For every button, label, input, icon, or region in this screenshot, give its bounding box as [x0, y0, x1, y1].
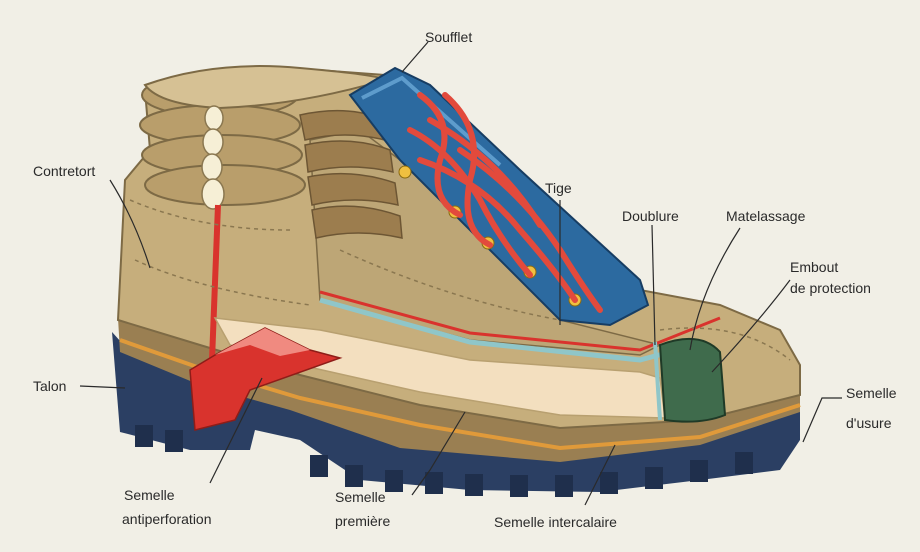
label-semelle-premiere-line2: première [335, 513, 390, 529]
label-semelle-intercalaire: Semelle intercalaire [494, 514, 617, 530]
label-talon: Talon [33, 378, 66, 394]
label-doublure: Doublure [622, 208, 679, 224]
label-soufflet: Soufflet [425, 29, 472, 45]
label-semelle-antiperf-line1: Semelle [124, 487, 175, 503]
toe-cap [660, 339, 725, 422]
leader-semelle-usure [803, 398, 842, 442]
label-tige: Tige [545, 180, 572, 196]
label-matelassage: Matelassage [726, 208, 806, 224]
label-embout-line2: de protection [790, 280, 871, 296]
label-semelle-usure-line2: d'usure [846, 415, 892, 431]
label-semelle-usure-line1: Semelle [846, 385, 897, 401]
label-embout-line1: Embout [790, 259, 838, 275]
leader-soufflet [402, 42, 428, 72]
label-semelle-antiperf-line2: antiperforation [122, 511, 212, 527]
label-contretort: Contretort [33, 163, 95, 179]
label-semelle-premiere-line1: Semelle [335, 489, 386, 505]
